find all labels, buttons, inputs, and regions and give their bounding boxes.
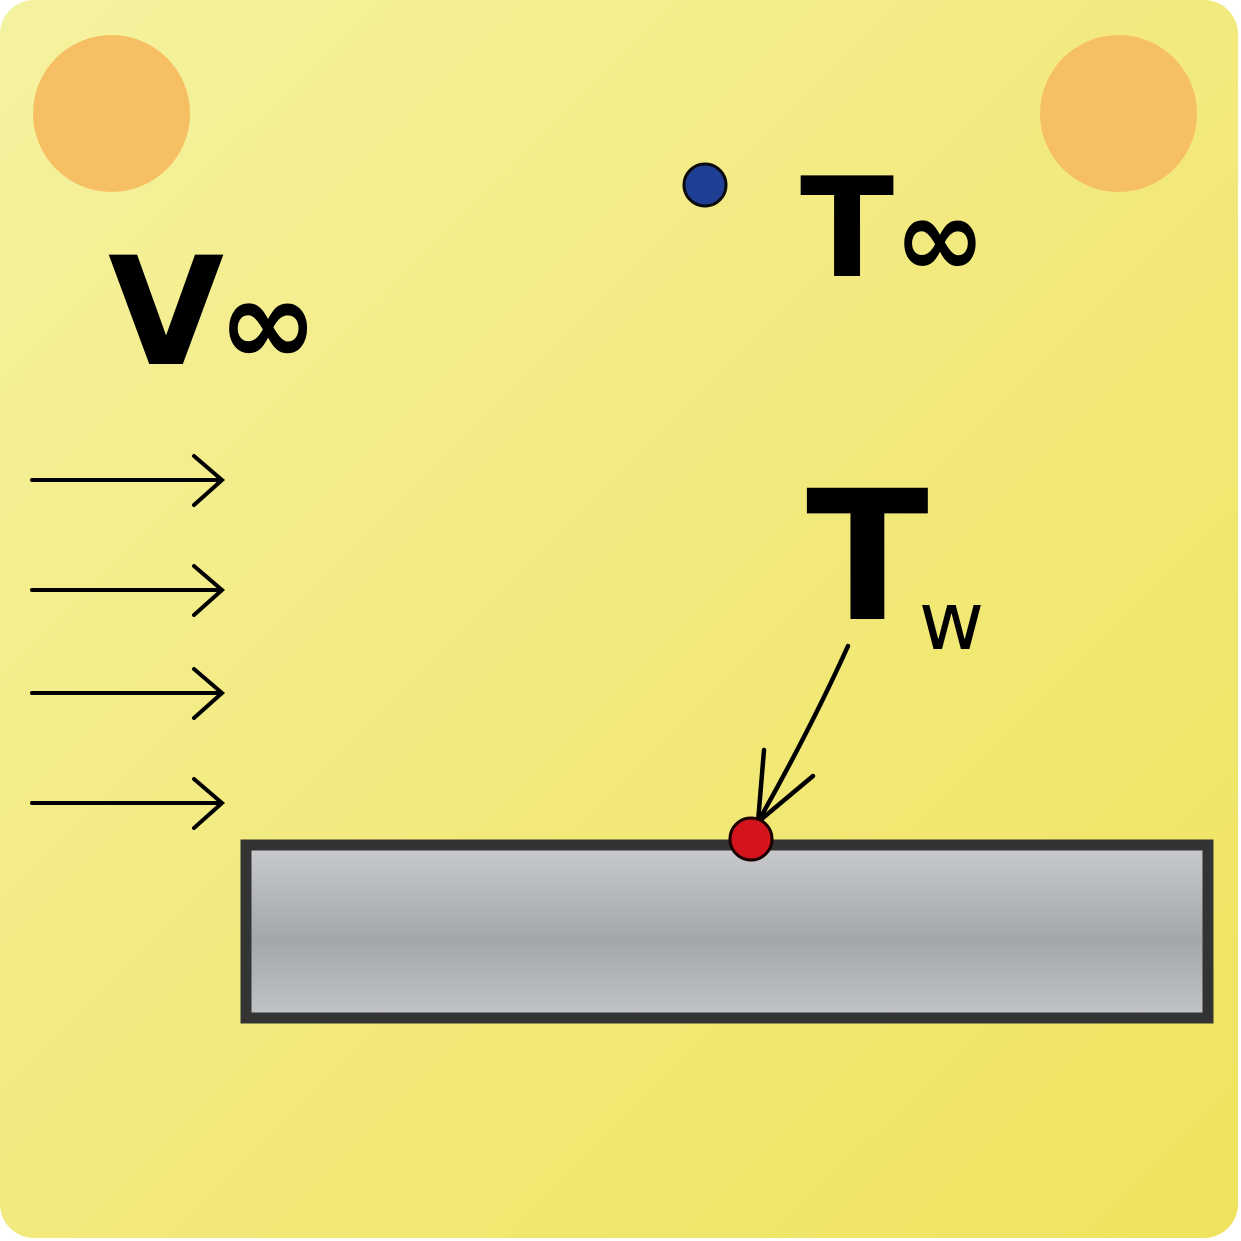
wall-subscript: w (918, 575, 985, 668)
flow-arrow-2 (30, 564, 226, 617)
flow-arrow-3 (30, 667, 226, 720)
free-stream-temperature-label: T∞ (800, 160, 986, 298)
velocity-infinity-subscript: ∞ (218, 254, 318, 393)
wall-pointer-arrow (755, 643, 851, 825)
wall-temperature-symbol: T (806, 453, 929, 662)
temperature-symbol: T (800, 148, 895, 309)
corner-dot-right (1040, 35, 1197, 192)
flow-arrow-4 (30, 777, 226, 830)
corner-dot-left (33, 35, 190, 192)
wall-temperature-label: Tw (806, 468, 994, 662)
flow-arrow-1 (30, 454, 226, 507)
free-stream-velocity-label: V∞ (108, 238, 318, 388)
free-stream-point (682, 162, 728, 208)
temperature-infinity-subscript: ∞ (894, 174, 986, 302)
velocity-symbol: V (108, 226, 224, 400)
flat-plate (240, 839, 1214, 1024)
wall-point (728, 816, 774, 862)
flow-arrows (30, 454, 226, 830)
